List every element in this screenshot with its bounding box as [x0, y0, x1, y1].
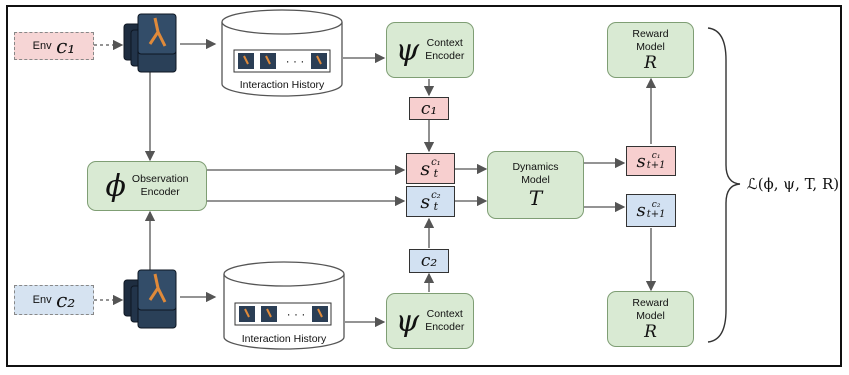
reward-model-top-line1: Reward — [632, 27, 669, 40]
history-caption-top: Interaction History — [239, 79, 325, 92]
state-t-c1: s c₁ t — [406, 153, 455, 184]
grouping-brace — [707, 27, 741, 343]
dynamics-model: Dynamics Model T — [487, 151, 584, 219]
observation-encoder: ϕ Observation Encoder — [87, 161, 207, 211]
context-encoder-bottom: ψ Context Encoder — [386, 293, 474, 349]
observation-frames-bottom — [123, 269, 177, 329]
env-c1-box: Env c₁ — [14, 32, 94, 60]
phi-symbol: ϕ — [105, 168, 126, 204]
state-t1-c1: s c₁ t+1 — [626, 146, 676, 176]
reward-model-top-symbol: R — [644, 52, 657, 73]
state-t-c1-sub: t — [433, 167, 439, 180]
context-c1-box: c₁ — [409, 97, 449, 120]
context-encoder-bottom-line2: Encoder — [425, 321, 465, 333]
env-c1-var: c₁ — [56, 34, 76, 58]
loss-expression: ℒ(ϕ, ψ, T, R) — [746, 175, 840, 193]
reward-model-bottom-line1: Reward — [632, 296, 669, 309]
observation-encoder-line2: Encoder — [140, 186, 180, 198]
history-ellipsis-top: · · · — [285, 54, 305, 68]
reward-model-top-line2: Model — [636, 40, 665, 53]
history-caption-bottom: Interaction History — [241, 333, 327, 346]
state-t1-c1-sup: c₁ — [651, 150, 661, 161]
state-t1-c2-sub: t+1 — [646, 209, 666, 220]
state-t-c1-sup: c₁ — [431, 157, 441, 168]
state-t1-c2: s c₂ t+1 — [626, 194, 676, 227]
state-t1-c2-base: s — [636, 200, 646, 221]
state-t1-c2-sup: c₂ — [651, 200, 661, 210]
history-cylinder-bottom — [223, 261, 345, 350]
history-ellipsis-bottom: · · · — [286, 307, 306, 321]
history-thumbnails-top — [238, 53, 327, 69]
state-t1-c1-base: s — [636, 150, 646, 172]
state-t-c2-sup: c₂ — [431, 190, 441, 201]
history-cylinder-top — [221, 9, 343, 97]
psi-symbol-bottom: ψ — [395, 303, 420, 339]
context-encoder-top-line2: Encoder — [425, 50, 465, 62]
psi-symbol-top: ψ — [395, 32, 420, 68]
dynamics-model-line2: Model — [521, 174, 550, 186]
state-t-c2-sub: t — [433, 200, 439, 213]
state-t-c1-base: s — [420, 157, 431, 180]
env-c2-label: Env — [32, 294, 52, 306]
env-c2-var: c₂ — [56, 288, 76, 312]
context-encoder-top: ψ Context Encoder — [386, 22, 474, 78]
reward-model-top: Reward Model R — [607, 22, 694, 78]
context-encoder-bottom-line1: Context — [426, 307, 463, 320]
dynamics-model-symbol: T — [528, 186, 543, 211]
diagram-frame — [6, 5, 842, 367]
context-c2-box: c₂ — [409, 249, 449, 273]
reward-model-bottom-line2: Model — [636, 309, 665, 322]
observation-frames-top — [123, 13, 177, 73]
context-encoder-top-line1: Context — [426, 36, 463, 49]
dynamics-model-line1: Dynamics — [512, 160, 559, 173]
state-t-c2-base: s — [420, 190, 431, 213]
history-thumbnails-bottom — [239, 306, 328, 322]
state-t1-c1-sub: t+1 — [646, 159, 666, 171]
env-c2-box: Env c₂ — [14, 285, 94, 315]
reward-model-bottom-symbol: R — [644, 321, 657, 342]
env-c1-label: Env — [32, 40, 52, 52]
reward-model-bottom: Reward Model R — [607, 291, 694, 347]
state-t-c2: s c₂ t — [406, 186, 455, 217]
observation-encoder-line1: Observation — [131, 172, 189, 185]
